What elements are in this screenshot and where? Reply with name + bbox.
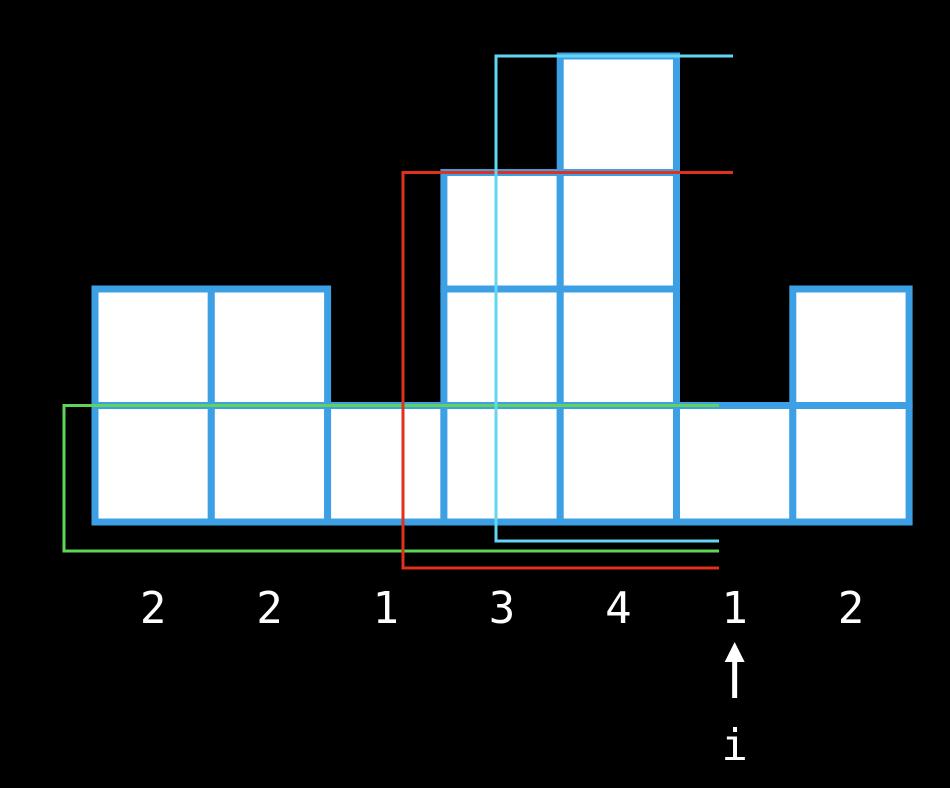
cell-col3-row0 (440, 402, 564, 526)
column-label-0: 2 (140, 583, 167, 634)
cell-col4-row1 (556, 285, 681, 409)
cell-col6-row1 (789, 285, 913, 409)
column-label-6: 2 (838, 583, 865, 634)
pointer-layer: i (721, 642, 748, 771)
cell-col2-row0 (324, 402, 448, 526)
cell-col3-row1 (440, 285, 564, 409)
column-label-2: 1 (373, 583, 400, 634)
brackets-layer (62, 54, 733, 570)
cell-col1-row0 (207, 402, 332, 526)
column-label-1: 2 (256, 583, 283, 634)
cell-col0-row1 (91, 285, 215, 409)
pointer-label: i (721, 720, 748, 771)
cell-col0-row0 (91, 402, 215, 526)
cell-col4-row2 (556, 169, 681, 293)
cyan-bracket (494, 54, 733, 543)
column-label-3: 3 (489, 583, 516, 634)
column-label-4: 4 (605, 583, 632, 634)
cell-col5-row0 (673, 402, 797, 526)
column-label-5: 1 (721, 583, 748, 634)
labels-layer: 2 2 1 3 4 1 2 (140, 583, 864, 634)
green-bracket (62, 404, 719, 553)
cells-layer (91, 52, 913, 526)
cell-col1-row1 (207, 285, 332, 409)
cell-col4-row0 (556, 402, 681, 526)
cell-col3-row2 (440, 169, 564, 293)
cell-col4-row3 (556, 52, 681, 176)
up-arrow-icon (724, 642, 745, 662)
red-bracket (401, 171, 733, 570)
cell-col6-row0 (789, 402, 913, 526)
